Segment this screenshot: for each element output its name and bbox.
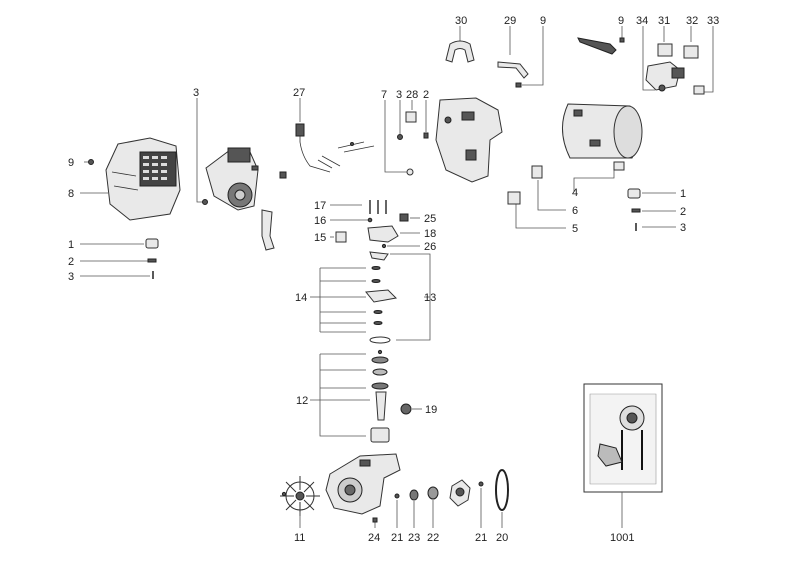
label-34: 34 (636, 15, 648, 27)
wiring-diagram-1001 (583, 383, 663, 528)
center-top-parts-7-3-28-2 (384, 100, 429, 176)
label-9-top: 9 (540, 15, 546, 27)
label-21b: 21 (475, 532, 487, 544)
label-26: 26 (424, 241, 436, 253)
label-3-left: 3 (68, 271, 74, 283)
hose-part-29 (497, 26, 529, 79)
label-3-center: 3 (396, 89, 402, 101)
label-33: 33 (707, 15, 719, 27)
motor-assembly-part-3 (196, 98, 275, 251)
label-15: 15 (314, 232, 326, 244)
valve-assembly-34-31-32-33 (642, 26, 714, 95)
label-18: 18 (424, 228, 436, 240)
label-30: 30 (455, 15, 467, 27)
label-4: 4 (572, 187, 578, 199)
label-31: 31 (658, 15, 670, 27)
label-20: 20 (496, 532, 508, 544)
label-13: 13 (424, 292, 436, 304)
label-23: 23 (408, 532, 420, 544)
label-21a: 21 (391, 532, 403, 544)
label-3-motor: 3 (193, 87, 199, 99)
label-2-left: 2 (68, 256, 74, 268)
label-28: 28 (406, 89, 418, 101)
label-1001: 1001 (610, 532, 634, 544)
label-7: 7 (381, 89, 387, 101)
label-16: 16 (314, 215, 326, 227)
housing-cover-part-8 (80, 137, 181, 221)
right-small-parts-1-2-3 (627, 188, 676, 231)
label-27: 27 (293, 87, 305, 99)
label-29: 29 (504, 15, 516, 27)
label-2-right: 2 (680, 206, 686, 218)
label-25: 25 (424, 213, 436, 225)
label-22: 22 (427, 532, 439, 544)
label-6: 6 (572, 205, 578, 217)
handle-part-30 (445, 26, 475, 63)
label-14: 14 (295, 292, 307, 304)
label-8: 8 (68, 188, 74, 200)
fittings-4-5-6 (507, 161, 625, 229)
label-9-left: 9 (68, 157, 74, 169)
label-11: 11 (294, 532, 305, 544)
power-cable-part-27 (279, 98, 375, 179)
label-3-right: 3 (680, 222, 686, 234)
crankcase-and-bottom-parts (280, 453, 509, 528)
label-1-left: 1 (68, 239, 74, 251)
label-24: 24 (368, 532, 380, 544)
label-17: 17 (314, 200, 326, 212)
label-9-right: 9 (618, 15, 624, 27)
strainer-part-9 (577, 26, 625, 55)
tank-part (562, 103, 643, 159)
frame-plate (435, 97, 503, 183)
screw-part-9-top (515, 26, 544, 88)
label-5: 5 (572, 223, 578, 235)
label-32: 32 (686, 15, 698, 27)
label-1-right: 1 (680, 188, 686, 200)
label-2-center: 2 (423, 89, 429, 101)
label-12: 12 (296, 395, 308, 407)
label-19: 19 (425, 404, 437, 416)
left-small-parts-1-2-3 (80, 238, 159, 279)
cylinder-head-stack (310, 200, 431, 443)
